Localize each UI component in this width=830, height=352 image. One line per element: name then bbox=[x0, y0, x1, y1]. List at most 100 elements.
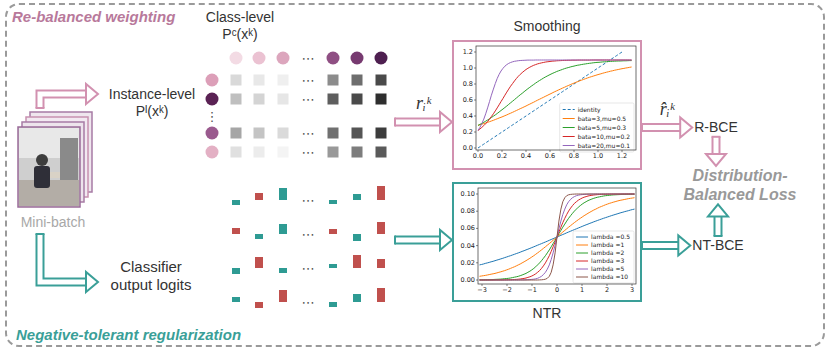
arrow-head bbox=[86, 272, 98, 292]
tick-mark bbox=[526, 150, 527, 152]
weight-cell bbox=[254, 128, 265, 139]
logit-bar bbox=[232, 297, 240, 302]
curve bbox=[480, 194, 635, 280]
logit-bar bbox=[255, 257, 263, 268]
legend-text: identity bbox=[578, 105, 601, 114]
arrow-shaft-core bbox=[642, 243, 678, 248]
curve bbox=[480, 194, 635, 280]
weight-cell bbox=[376, 147, 387, 158]
tick-label: 0.2 bbox=[463, 129, 473, 136]
tick-mark bbox=[478, 150, 479, 152]
tick-label: −1 bbox=[527, 287, 537, 294]
legend-sample bbox=[563, 145, 575, 146]
node-text: Classifier output logits bbox=[98, 258, 204, 294]
tick-label: 0.00 bbox=[461, 277, 475, 284]
instance-weight-dot bbox=[206, 74, 219, 87]
weight-cell bbox=[328, 94, 339, 105]
tick-mark bbox=[476, 262, 478, 263]
ellipsis-mark: ⋯ bbox=[302, 93, 315, 106]
logit-bar bbox=[377, 222, 385, 234]
weight-cell bbox=[231, 75, 242, 86]
tick-mark bbox=[476, 228, 478, 229]
weight-cell bbox=[328, 128, 339, 139]
arrow-shaft bbox=[40, 234, 86, 282]
weight-cell bbox=[376, 128, 387, 139]
logit-bar bbox=[377, 186, 385, 200]
axes-frame bbox=[476, 46, 636, 150]
tick-mark bbox=[476, 245, 478, 246]
logit-bar bbox=[279, 268, 287, 273]
hollow-arrow bbox=[708, 204, 728, 236]
tick-mark bbox=[582, 284, 583, 286]
arrow-shaft-core bbox=[714, 137, 719, 154]
loss-term: R-BCE bbox=[692, 118, 740, 137]
tick-mark bbox=[474, 100, 476, 101]
arrow-head bbox=[680, 117, 692, 137]
logit-bar bbox=[329, 264, 337, 268]
image-stack-art bbox=[18, 112, 92, 207]
legend-text: lambda =3 bbox=[591, 257, 624, 265]
tick-mark bbox=[607, 284, 608, 286]
hollow-arrow bbox=[395, 230, 452, 250]
legend-sample bbox=[563, 109, 575, 110]
legend-text: lambda =1 bbox=[591, 241, 624, 249]
photo-door bbox=[60, 138, 78, 180]
ellipsis-mark: ⋯ bbox=[302, 262, 315, 275]
tick-mark bbox=[474, 84, 476, 85]
curve bbox=[480, 194, 635, 280]
class-weight-dot bbox=[375, 52, 388, 65]
logit-bar bbox=[377, 288, 385, 302]
legend-text: bata=10,mu=0.2 bbox=[578, 132, 630, 141]
instance-weight-dot bbox=[206, 146, 219, 159]
weight-cell bbox=[278, 147, 289, 158]
curve bbox=[478, 60, 632, 131]
tick-label: 1.0 bbox=[463, 65, 473, 72]
logit-bar bbox=[353, 255, 361, 268]
legend-sample bbox=[576, 253, 588, 254]
ellipsis-mark: ⋯ bbox=[302, 296, 315, 309]
weight-cell bbox=[231, 128, 242, 139]
hollow-arrow bbox=[642, 235, 690, 255]
edge-label: rᵢᵏ bbox=[414, 94, 433, 114]
tick-mark bbox=[474, 132, 476, 133]
edge-label: r̂ᵢᵏ bbox=[658, 100, 677, 120]
tick-label: 0.6 bbox=[545, 153, 555, 160]
legend-sample bbox=[563, 118, 575, 119]
legend-text: lambda =2 bbox=[591, 249, 624, 257]
class-weight-dot bbox=[351, 52, 364, 65]
axes-frame bbox=[478, 188, 636, 284]
arrow-shaft-core bbox=[395, 238, 440, 243]
legend-text: bata=3,mu=0.5 bbox=[578, 114, 626, 123]
legend-text: bata=20,mu=0.1 bbox=[578, 141, 630, 150]
tick-label: 0.8 bbox=[569, 153, 579, 160]
tick-mark bbox=[482, 284, 483, 286]
logit-bar bbox=[232, 228, 240, 234]
node-text: Re-balanced weighting bbox=[12, 8, 175, 26]
node-text: R-BCE bbox=[694, 119, 738, 136]
arrow-shaft-core bbox=[716, 216, 721, 236]
node-text: NTR bbox=[452, 305, 642, 322]
tick-mark bbox=[532, 284, 533, 286]
image-stack: Mini-batch bbox=[10, 108, 96, 234]
node-text: Class-level Pᶜ(xᵏ) bbox=[195, 9, 285, 43]
node-text: Distribution-Balanced Loss bbox=[670, 166, 810, 204]
logit-bar bbox=[279, 224, 287, 234]
weight-cell bbox=[231, 94, 242, 105]
arrow-head bbox=[708, 204, 728, 216]
tick-label: 0.0 bbox=[463, 145, 473, 152]
arrow-tail bbox=[36, 233, 45, 235]
arrow-shaft-core bbox=[642, 125, 680, 130]
ellipsis-mark: ⋯ bbox=[302, 228, 315, 241]
tick-label: 1.2 bbox=[463, 49, 473, 56]
plot-area bbox=[454, 42, 640, 168]
ellipsis-mark: ⋯ bbox=[302, 52, 315, 65]
logit-bar bbox=[353, 294, 361, 302]
arrow-tail bbox=[36, 107, 45, 109]
ellipsis-mark: ⋯ bbox=[302, 127, 315, 140]
class-weight-dot bbox=[277, 52, 290, 65]
tick-label: 0.4 bbox=[521, 153, 531, 160]
arrow-tail bbox=[714, 235, 723, 237]
dashed-frame: Re-balanced weightingNegative-tolerant r… bbox=[5, 3, 825, 347]
tick-mark bbox=[474, 116, 476, 117]
weight-cell bbox=[328, 75, 339, 86]
